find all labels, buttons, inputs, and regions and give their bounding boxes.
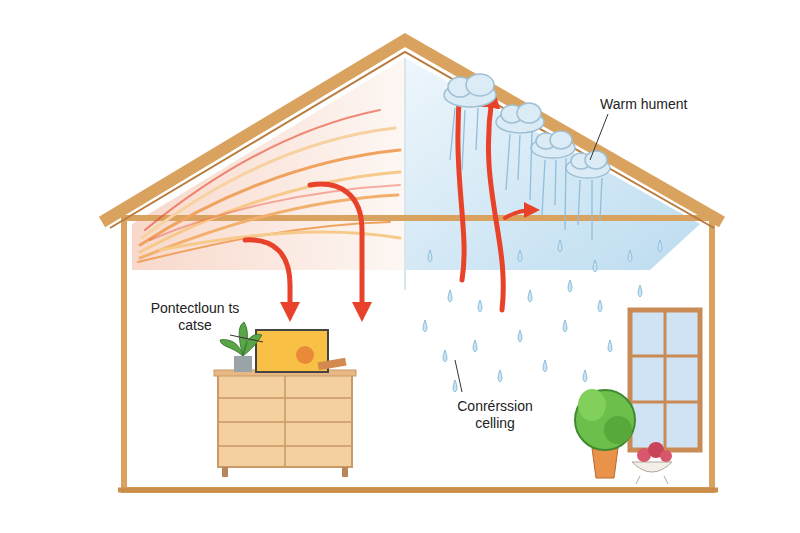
roof — [102, 40, 722, 222]
callout-label: Conrérssion celling — [440, 398, 550, 432]
water-drops — [423, 240, 662, 392]
roof-edge — [110, 52, 714, 228]
house-walls — [124, 218, 712, 490]
plant-left — [220, 322, 262, 372]
plant-right — [575, 389, 672, 484]
cool-attic — [405, 58, 700, 270]
picture-frame — [256, 330, 346, 372]
callout-label: Pontectloun ts catse — [150, 300, 240, 334]
clouds — [444, 74, 610, 178]
rain-streaks — [450, 108, 602, 240]
window — [630, 310, 700, 450]
callout-label: Warm hument — [600, 96, 710, 113]
dresser — [214, 370, 356, 477]
floor — [118, 488, 718, 493]
attic-divider — [404, 58, 406, 290]
leader-lines — [230, 114, 608, 392]
airflow-arrows — [245, 88, 532, 312]
